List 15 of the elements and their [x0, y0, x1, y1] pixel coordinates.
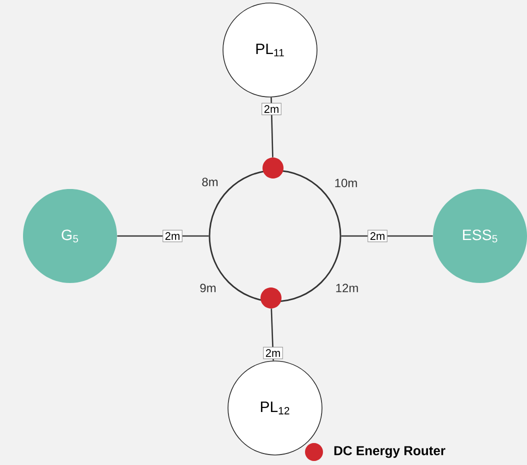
- legend-text: DC Energy Router: [334, 446, 446, 458]
- router-dot: [262, 158, 284, 178]
- distance-label: 8m: [202, 178, 218, 186]
- connector-line: [270, 308, 274, 361]
- connector-line: [117, 235, 209, 237]
- edge-label: 2m: [162, 230, 182, 242]
- distance-label: 10m: [335, 178, 357, 188]
- router-dot: [260, 288, 282, 308]
- distance-label: 9m: [200, 284, 216, 292]
- edge-label: 2m: [368, 230, 388, 242]
- edge-label: 2m: [262, 102, 282, 116]
- edge-label: 2m: [263, 346, 283, 360]
- connector-line: [270, 97, 274, 158]
- distance-label: 12m: [336, 284, 358, 292]
- connector-line: [341, 235, 433, 237]
